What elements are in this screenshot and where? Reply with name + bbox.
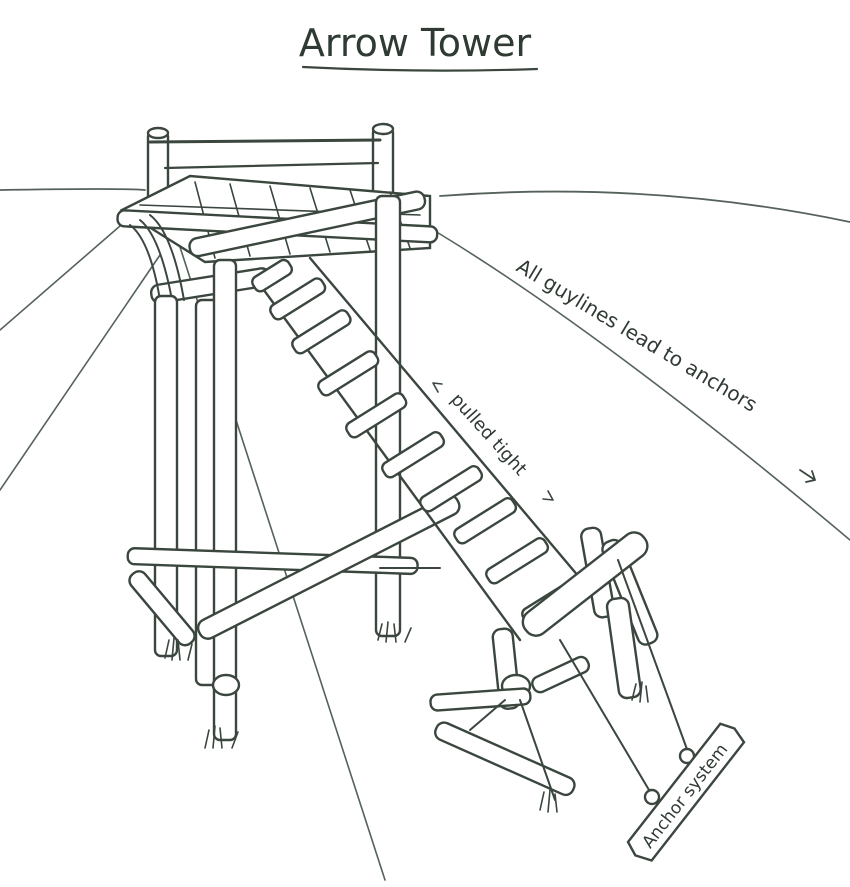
sketch-title: Arrow Tower (299, 21, 532, 65)
title-underline (301, 65, 539, 72)
guyline-annotation: All guylines lead to anchors (512, 254, 761, 417)
tower (116, 122, 461, 749)
anchor-sign: Anchor system (626, 722, 746, 862)
ladder (251, 256, 592, 642)
guyline-annotation-arrow (799, 469, 816, 483)
anchor-trestles (429, 526, 696, 813)
guylines (0, 199, 850, 881)
horizon-lines (0, 188, 850, 223)
ladder-annotation-arrow-end (542, 490, 554, 501)
ladder-annotation-arrow-start (432, 382, 443, 393)
